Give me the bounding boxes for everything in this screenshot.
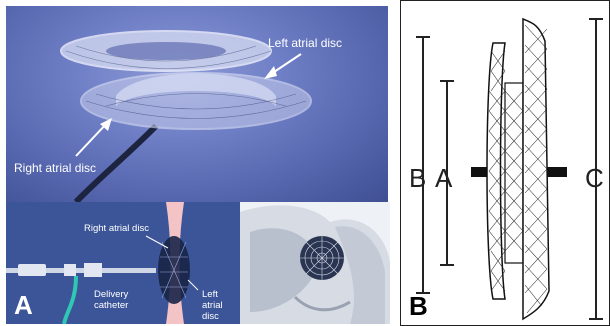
panel-a: Left atrial disc Right atrial disc Right… <box>0 0 390 326</box>
dimension-label-c: C <box>585 163 604 194</box>
device-schematic <box>401 1 610 326</box>
panel-b: B A C B <box>400 0 610 326</box>
panel-b-letter: B <box>409 291 428 322</box>
illus-atrial-label: atrial <box>202 301 223 311</box>
photo-right-atrial-disc-label: Right atrial disc <box>14 161 96 175</box>
photo-left-atrial-disc-label: Left atrial disc <box>268 36 342 50</box>
dimension-label-b: B <box>409 163 426 194</box>
illus-disc-label: disc <box>202 312 219 322</box>
illus-right-atrial-disc-label: Right atrial disc <box>84 224 149 234</box>
illus-catheter-label: catheter <box>94 301 128 311</box>
illus-left-label: Left <box>202 290 218 300</box>
illus-delivery-label: Delivery <box>94 290 128 300</box>
device-photo: Left atrial disc Right atrial disc <box>6 6 388 202</box>
heart-illustration-drawing <box>240 202 390 324</box>
dimension-label-a: A <box>435 163 452 194</box>
panel-a-letter: A <box>14 290 33 321</box>
heart-illustration <box>240 202 390 324</box>
